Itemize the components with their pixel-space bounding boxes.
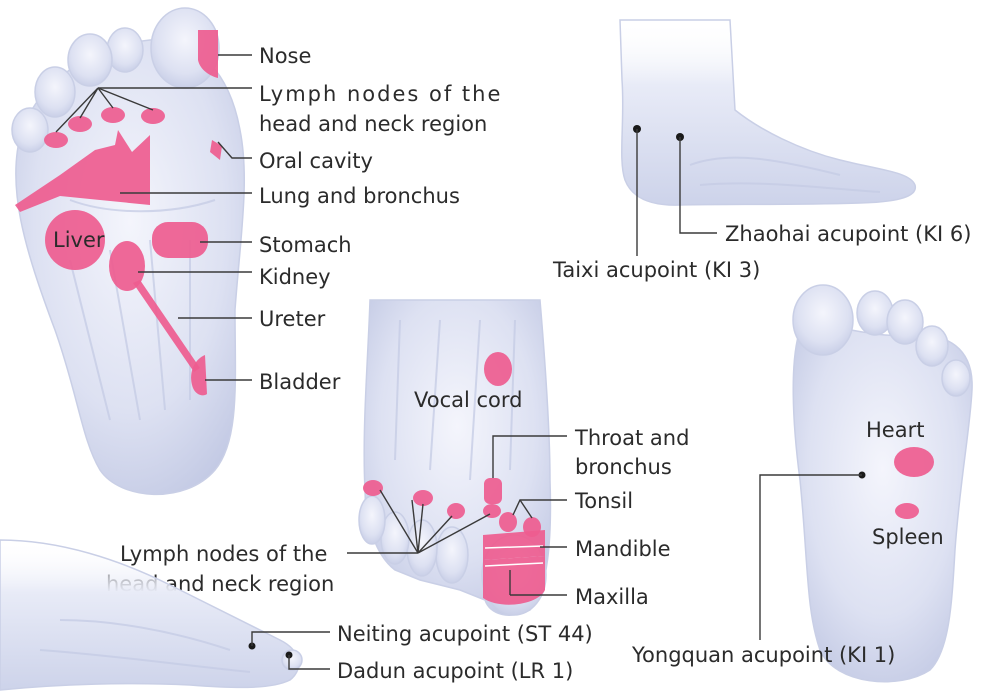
sole-foot-right: Heart Spleen Yongquan acupoint (KI 1) bbox=[631, 285, 972, 682]
zone-mandible bbox=[483, 530, 545, 560]
label-vocal-cord: Vocal cord bbox=[414, 388, 523, 412]
label-mandible: Mandible bbox=[575, 537, 671, 561]
label-lymph-line2: head and neck region bbox=[259, 112, 487, 136]
label-ureter: Ureter bbox=[259, 307, 326, 331]
label-maxilla: Maxilla bbox=[575, 585, 649, 609]
label-stomach: Stomach bbox=[259, 233, 352, 257]
zone-lymph-4 bbox=[141, 108, 165, 124]
label-lung-bronchus: Lung and bronchus bbox=[259, 184, 460, 208]
zone-spleen bbox=[895, 503, 919, 519]
label-tonsil: Tonsil bbox=[574, 489, 633, 513]
zone-lymph-3 bbox=[101, 107, 125, 123]
zone-lymph-1 bbox=[44, 132, 68, 148]
zone-lymph-d3 bbox=[447, 503, 465, 519]
zone-stomach bbox=[152, 222, 208, 258]
label-yongquan: Yongquan acupoint (KI 1) bbox=[631, 643, 895, 667]
side-foot-top-right: Zhaohai acupoint (KI 6) Taixi acupoint (… bbox=[552, 20, 971, 282]
label-liver: Liver bbox=[53, 228, 105, 252]
label-dadun: Dadun acupoint (LR 1) bbox=[337, 659, 573, 683]
label-heart: Heart bbox=[866, 418, 924, 442]
label-zhaohai: Zhaohai acupoint (KI 6) bbox=[725, 222, 971, 246]
label-throat-line2: bronchus bbox=[575, 455, 672, 479]
label-nose: Nose bbox=[259, 44, 311, 68]
zone-throat-bronchus bbox=[484, 478, 502, 504]
zone-heart bbox=[894, 447, 934, 477]
label-lymph-line1: Lymph nodes of the bbox=[259, 82, 502, 106]
label-lymph-d-line1: Lymph nodes of the bbox=[120, 542, 327, 566]
zone-vocal-cord bbox=[484, 352, 512, 386]
label-spleen: Spleen bbox=[872, 525, 944, 549]
zone-lymph-2 bbox=[68, 116, 92, 132]
label-bladder: Bladder bbox=[259, 370, 341, 394]
zone-lymph-d1 bbox=[363, 480, 383, 496]
zone-lymph-d2 bbox=[413, 490, 433, 506]
label-oral-cavity: Oral cavity bbox=[259, 149, 373, 173]
label-kidney: Kidney bbox=[259, 265, 331, 289]
label-taixi: Taixi acupoint (KI 3) bbox=[552, 258, 760, 282]
zone-tonsil-1 bbox=[499, 512, 517, 532]
label-neiting: Neiting acupoint (ST 44) bbox=[337, 622, 593, 646]
label-throat-line1: Throat and bbox=[574, 426, 689, 450]
